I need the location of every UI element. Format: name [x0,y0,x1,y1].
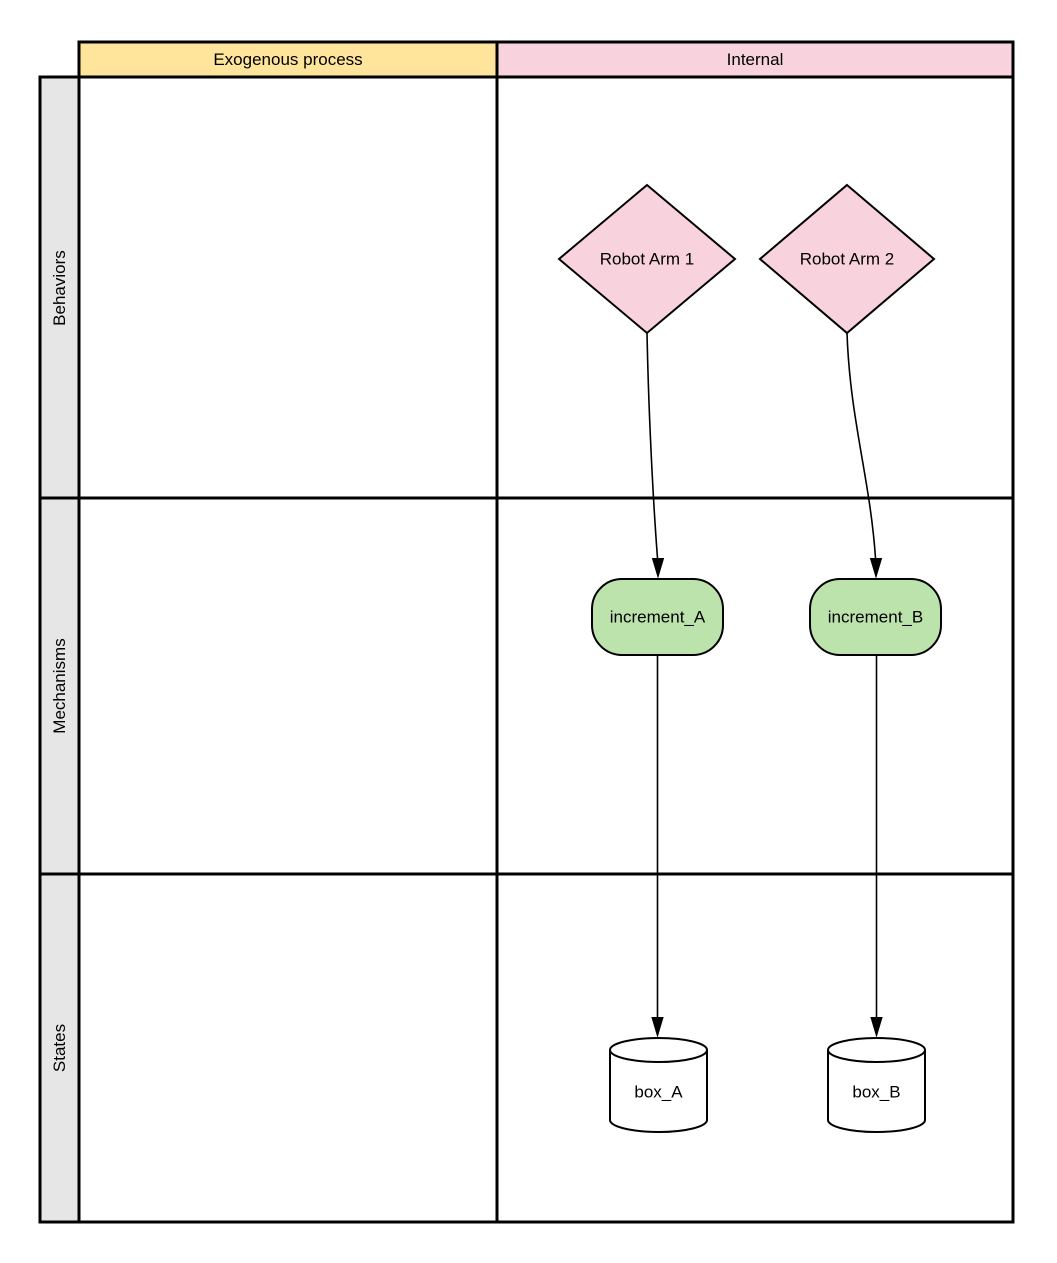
node-robot-arm-2: Robot Arm 2 [758,183,936,335]
column-label-exogenous: Exogenous process [213,50,362,69]
node-box-b: box_B [827,1037,926,1133]
arrowhead-icon [870,1017,883,1038]
cell-behaviors-exogenous [77,75,499,500]
cell-mechanisms-exogenous [77,496,499,876]
diamond-shape [557,183,737,335]
node-robot-arm-1: Robot Arm 1 [557,183,737,335]
edge-robot-arm-1-to-increment-a [646,332,659,559]
node-label: Robot Arm 1 [600,250,695,269]
column-label-internal: Internal [727,50,784,69]
cell-mechanisms-internal [495,496,1015,876]
cylinder-shape [609,1050,708,1133]
node-label: increment_B [828,608,923,627]
diamond-shape [758,183,936,335]
node-increment-b: increment_B [809,578,942,656]
row-label-behaviors: Behaviors [50,250,69,326]
cylinder-top-rim [827,1037,926,1063]
node-label: Robot Arm 2 [800,250,895,269]
row-label-states: States [50,1024,69,1072]
row-header-states-bg [38,872,81,1224]
cylinder-top-rim [609,1037,708,1063]
arrowhead-icon [651,1017,664,1038]
column-header-internal-bg [495,40,1015,79]
node-label: box_A [634,1083,683,1102]
row-label-mechanisms: Mechanisms [50,638,69,733]
node-label: increment_A [610,608,706,627]
cell-behaviors-internal [495,75,1015,500]
column-header-exogenous-bg [77,40,499,79]
edge-robot-arm-2-to-increment-b [846,332,877,559]
arrowhead-icon [651,558,665,579]
cylinder-shape [827,1050,926,1133]
rounded-process-shape [591,578,724,656]
node-label: box_B [852,1083,900,1102]
arrowhead-icon [869,558,883,579]
cell-states-exogenous [77,872,499,1224]
row-headers: Behaviors Mechanisms States [38,75,81,1224]
edges [646,332,883,1038]
node-box-a: box_A [609,1037,708,1133]
cell-states-internal [495,872,1015,1224]
grid-body [77,75,1015,1224]
node-increment-a: increment_A [591,578,724,656]
row-header-mechanisms-bg [38,496,81,876]
column-headers: Exogenous process Internal [77,40,1015,79]
rounded-process-shape [809,578,942,656]
